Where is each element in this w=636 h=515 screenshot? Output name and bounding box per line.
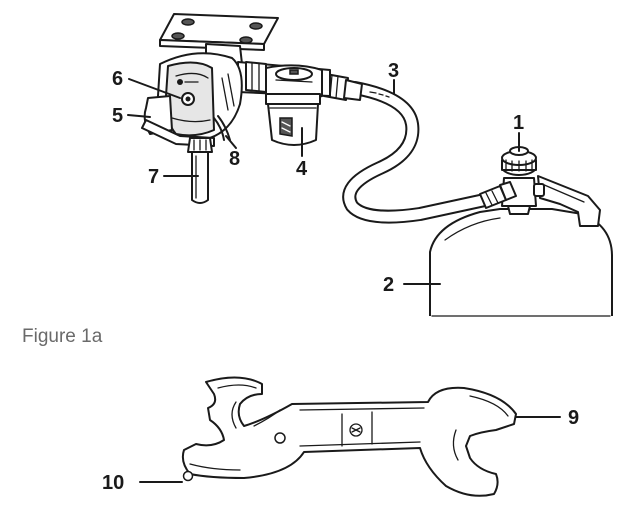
changeover-indicator [265, 93, 321, 146]
callout-8: 8 [229, 148, 240, 170]
callout-9: 9 [568, 407, 579, 429]
callout-6: 6 [112, 68, 123, 90]
figure-caption: Figure 1a [22, 326, 103, 347]
gas-cylinder [429, 208, 613, 317]
gas-hose [342, 81, 501, 224]
reset-button [181, 92, 195, 106]
outlet-fitting [187, 137, 213, 153]
callout-10: 10 [102, 472, 124, 494]
spanner-screw-icon [349, 423, 363, 437]
spanner-pin [182, 470, 194, 482]
leader-lines [127, 78, 561, 483]
hose-cylinder-fitting [479, 181, 517, 209]
callout-2: 2 [383, 274, 394, 296]
callout-numbers: 1 2 3 4 5 6 7 8 9 10 [102, 60, 579, 494]
callout-3: 3 [388, 60, 399, 82]
cylinder-collar [537, 175, 601, 227]
callout-5: 5 [112, 105, 123, 127]
manufacturer-badge [177, 79, 199, 85]
callout-7: 7 [148, 166, 159, 188]
callout-1: 1 [513, 112, 524, 134]
electrical-lead [213, 115, 231, 141]
outlet-pipe [191, 151, 209, 204]
spanner-tool [181, 376, 517, 497]
callout-4: 4 [296, 158, 308, 180]
